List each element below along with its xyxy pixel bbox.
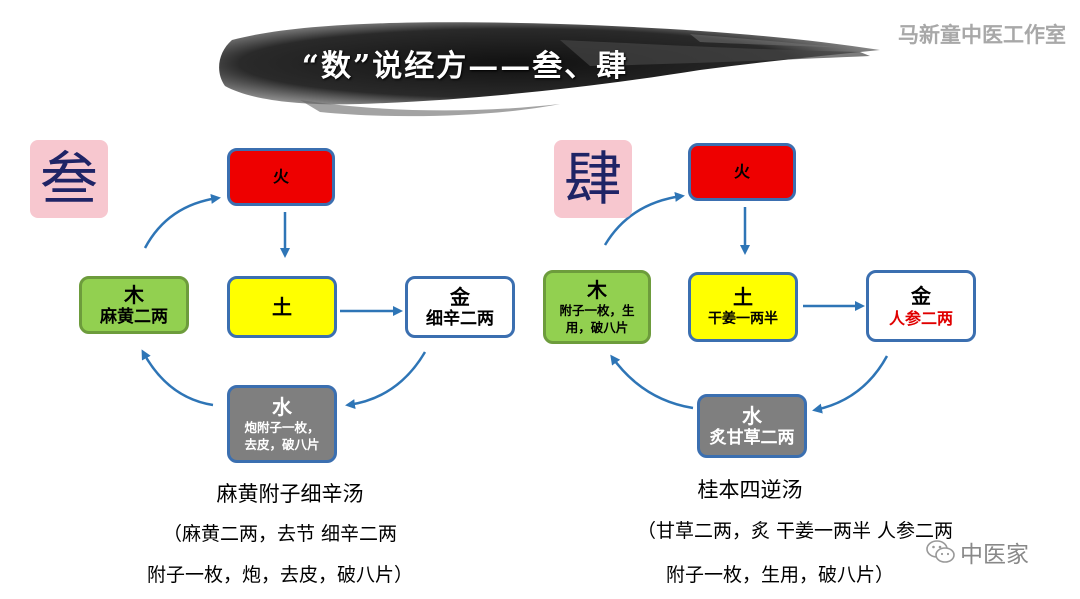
ink-brush-banner bbox=[219, 22, 881, 117]
formula-ingredients-left-line2: 附子一枚，炮，去皮，破八片） bbox=[146, 564, 413, 586]
fire-label-left: 火 bbox=[272, 167, 289, 186]
fire-label-right: 火 bbox=[733, 162, 750, 181]
wood-box-right: 木 附子一枚，生 用，破八片 bbox=[543, 270, 651, 344]
formula-name-right: 桂本四逆汤 bbox=[697, 478, 803, 502]
wechat-icon bbox=[926, 540, 955, 563]
number-label-right: 肆 bbox=[554, 140, 632, 218]
number-label-left: 叁 bbox=[30, 140, 108, 218]
metal-box-right: 金 人参二两 bbox=[866, 270, 976, 342]
wechat-watermark: 中医家 bbox=[926, 535, 1029, 569]
earth-label-left: 土 bbox=[272, 295, 292, 319]
water-label-right: 水 bbox=[742, 403, 762, 428]
earth-label-right: 土 bbox=[733, 284, 753, 309]
page-title: “数”说经方——叁、肆 bbox=[301, 49, 629, 84]
earth-herb-right: 干姜一两半 bbox=[708, 310, 778, 327]
wood-herb-right-line2: 用，破八片 bbox=[565, 320, 629, 335]
metal-box-left: 金 细辛二两 bbox=[405, 276, 515, 338]
earth-box-left: 土 bbox=[227, 276, 337, 338]
formula-ingredients-right-line1: （甘草二两，炙 干姜一两半 人参二两 bbox=[636, 520, 954, 542]
wood-herb-left: 麻黄二两 bbox=[100, 306, 168, 327]
metal-label-left: 金 bbox=[450, 284, 470, 309]
formula-ingredients-left-line1: （麻黄二两，去节 细辛二两 bbox=[162, 523, 398, 545]
studio-name: 马新童中医工作室 bbox=[898, 23, 1066, 47]
arrow-wood-to-fire-left bbox=[143, 194, 221, 249]
water-label-left: 水 bbox=[272, 395, 292, 419]
watermark-text: 中医家 bbox=[960, 542, 1029, 568]
wood-label-right: 木 bbox=[587, 278, 607, 302]
fire-box-left: 火 bbox=[227, 148, 335, 206]
wood-herb-right-line1: 附子一枚，生 bbox=[559, 303, 635, 318]
water-box-right: 水 炙甘草二两 bbox=[697, 394, 807, 458]
arrow-water-to-wood-right bbox=[610, 354, 694, 410]
metal-herb-left: 细辛二两 bbox=[426, 308, 494, 329]
formula-name-left: 麻黄附子细辛汤 bbox=[216, 482, 364, 506]
earth-box-right: 土 干姜一两半 bbox=[688, 272, 798, 342]
metal-herb-right: 人参二两 bbox=[888, 308, 953, 328]
arrow-metal-to-water-right bbox=[812, 355, 889, 414]
arrow-water-to-wood-left bbox=[141, 349, 214, 407]
metal-label-right: 金 bbox=[911, 283, 931, 308]
water-box-left: 水 炮附子一枚， 去皮，破八片 bbox=[227, 385, 337, 463]
arrow-metal-to-water-left bbox=[345, 351, 427, 409]
formula-ingredients-right-line2: 附子一枚，生用，破八片） bbox=[665, 564, 894, 586]
wood-box-left: 木 麻黄二两 bbox=[79, 276, 189, 334]
water-herb-right: 炙甘草二两 bbox=[709, 427, 795, 448]
wood-label-left: 木 bbox=[124, 282, 144, 307]
water-herb-left-line1: 炮附子一枚， bbox=[244, 420, 320, 435]
fire-box-right: 火 bbox=[688, 143, 796, 201]
water-herb-left-line2: 去皮，破八片 bbox=[244, 437, 320, 452]
